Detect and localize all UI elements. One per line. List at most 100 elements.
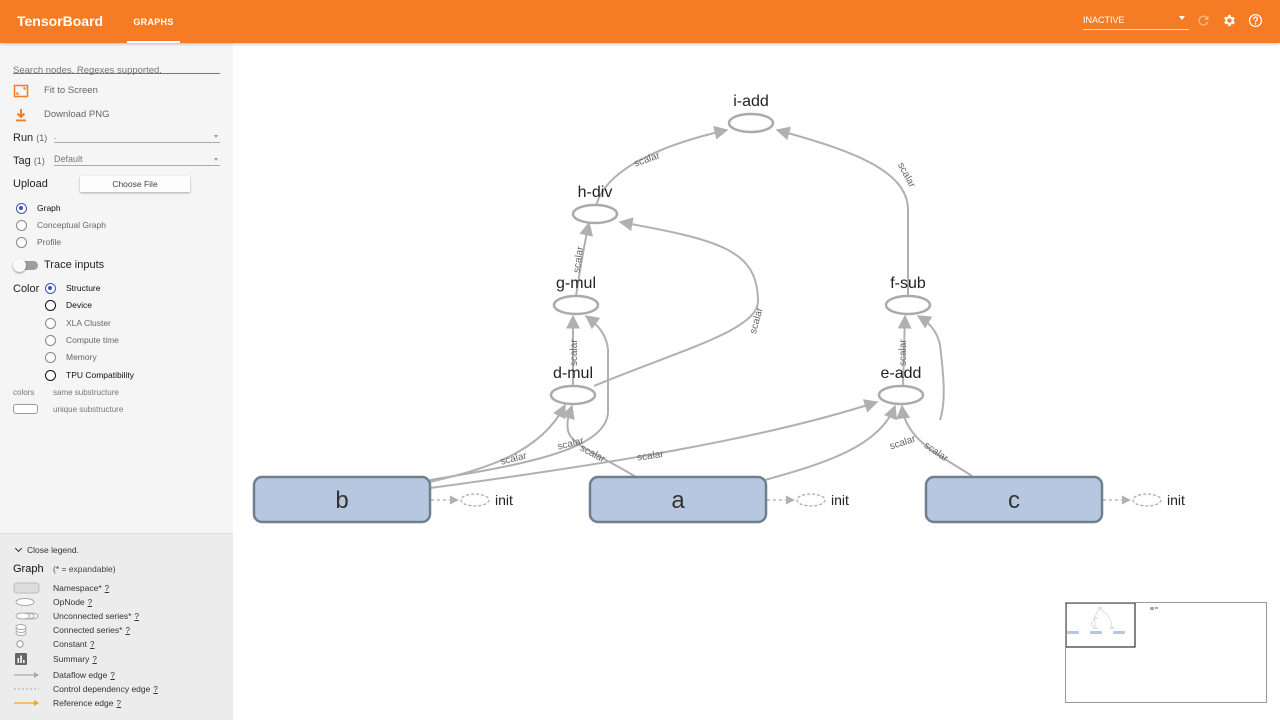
- op-node-e-add[interactable]: [877, 384, 925, 406]
- edge-label: scalar: [578, 443, 607, 466]
- close-legend-button[interactable]: Close legend.: [13, 544, 79, 555]
- variable-node-a[interactable]: [588, 475, 768, 524]
- legend-help-link[interactable]: ?: [116, 699, 121, 708]
- init-node-a[interactable]: [796, 493, 826, 507]
- search-input[interactable]: [13, 63, 220, 78]
- sidebar-controls: Fit to Screen Download PNG Run (1) . Tag…: [0, 43, 233, 533]
- radio-color-compute-time[interactable]: Compute time: [45, 335, 125, 347]
- color-label: Color: [13, 283, 40, 295]
- legend-help-link[interactable]: ?: [110, 671, 115, 680]
- edge-label: scalar: [898, 339, 909, 366]
- legend-help-link[interactable]: ?: [134, 612, 139, 621]
- tag-count: (1): [33, 156, 45, 166]
- radio-indicator: [45, 300, 56, 311]
- download-png-label: Download PNG: [44, 109, 110, 120]
- legend-reference-label: Reference edge: [53, 698, 114, 708]
- radio-color-tpu[interactable]: TPU Compatibility: [45, 370, 135, 382]
- edge-gmul-hdiv: [575, 221, 594, 297]
- tab-active-indicator: [127, 41, 180, 43]
- minimap-viewport[interactable]: [1065, 602, 1136, 648]
- unconnected-series-icon: [15, 612, 39, 620]
- node-label-a: a: [671, 487, 685, 514]
- graph-minimap[interactable]: [1065, 602, 1267, 703]
- init-node-b[interactable]: [460, 493, 490, 507]
- legend-help-link[interactable]: ?: [90, 640, 95, 649]
- op-node-i-add[interactable]: [727, 112, 775, 134]
- refresh-icon[interactable]: [1196, 13, 1211, 28]
- edge-dmul-hdiv: [593, 217, 760, 387]
- node-label-h-div: h-div: [578, 184, 613, 201]
- minimap-svg: [1065, 602, 1158, 648]
- legend-summary-label: Summary: [53, 654, 90, 664]
- edge-a-eadd: [764, 404, 897, 481]
- run-count: (1): [36, 133, 48, 143]
- minimap-node: [1113, 631, 1125, 634]
- init-node-c[interactable]: [1132, 493, 1162, 507]
- legend-dataflow-label: Dataflow edge: [53, 670, 108, 680]
- same-substructure-label: same substructure: [53, 388, 119, 397]
- legend-unconnected-series: Unconnected series*?: [0, 609, 233, 623]
- edge-label: scalar: [633, 150, 662, 170]
- gear-icon[interactable]: [1222, 13, 1237, 28]
- edge-c-eadd: [896, 404, 973, 477]
- legend-help-link[interactable]: ?: [104, 584, 110, 593]
- trace-inputs-toggle[interactable]: [13, 259, 38, 272]
- run-label-text: Run: [13, 132, 34, 144]
- minimap-node: [1155, 607, 1158, 609]
- tag-label: Tag (1): [13, 155, 45, 167]
- radio-graph-label: Graph: [37, 203, 61, 213]
- radio-indicator: [16, 237, 27, 248]
- op-node-h-div[interactable]: [571, 203, 619, 225]
- dataflow-edge-icon: [14, 672, 39, 678]
- radio-color-memory[interactable]: Memory: [45, 352, 105, 364]
- choose-file-button[interactable]: Choose File: [80, 176, 190, 192]
- op-node-f-sub[interactable]: [884, 294, 932, 316]
- toggle-track: [16, 261, 38, 270]
- legend-help-link[interactable]: ?: [87, 598, 93, 607]
- radio-tpu-label: TPU Compatibility: [66, 370, 135, 380]
- download-icon: [16, 109, 26, 122]
- init-label-b: init: [495, 492, 513, 508]
- chevron-down-icon: [214, 158, 218, 161]
- search-nodes[interactable]: [13, 60, 220, 78]
- legend-help-link[interactable]: ?: [92, 655, 97, 664]
- variable-node-b[interactable]: [252, 475, 432, 524]
- node-label-b: b: [335, 487, 348, 514]
- fit-to-screen-button[interactable]: Fit to Screen: [13, 83, 103, 99]
- edge-eadd-fsub: [897, 314, 912, 387]
- upload-label: Upload: [13, 178, 48, 190]
- legend-constant-label: Constant: [53, 639, 88, 649]
- edge-b-gmul: [429, 315, 610, 481]
- radio-color-xla-cluster[interactable]: XLA Cluster: [45, 318, 115, 330]
- legend-help-link[interactable]: ?: [153, 685, 158, 694]
- tag-label-text: Tag: [13, 155, 31, 167]
- radio-device-label: Device: [66, 300, 92, 310]
- control-edge-icon: [14, 688, 39, 690]
- radio-profile[interactable]: Profile: [16, 237, 76, 249]
- variable-node-c[interactable]: [924, 475, 1104, 524]
- tab-graphs[interactable]: GRAPHS: [127, 0, 180, 43]
- radio-graph[interactable]: Graph: [16, 203, 76, 215]
- radio-color-device[interactable]: Device: [45, 300, 105, 312]
- edge-label: scalar: [572, 245, 587, 274]
- toggle-knob: [13, 259, 26, 272]
- minimap-node: [1092, 626, 1098, 630]
- minimap-edge: [1099, 608, 1113, 630]
- radio-conceptual-graph[interactable]: Conceptual Graph: [16, 220, 116, 232]
- op-node-g-mul[interactable]: [552, 294, 600, 316]
- radio-color-structure[interactable]: Structure: [45, 283, 115, 295]
- tag-dropdown[interactable]: Default: [54, 154, 220, 166]
- help-icon[interactable]: [1248, 13, 1263, 28]
- legend-help-link[interactable]: ?: [125, 626, 130, 635]
- run-dropdown-value: .: [54, 131, 57, 141]
- edge-c-fsub: [916, 315, 945, 421]
- download-png-button[interactable]: Download PNG: [13, 107, 113, 123]
- plugin-select[interactable]: INACTIVE: [1083, 12, 1189, 30]
- op-node-d-mul[interactable]: [549, 384, 597, 406]
- node-label-e-add: e-add: [881, 365, 922, 382]
- run-dropdown[interactable]: .: [54, 131, 220, 143]
- radio-indicator: [45, 352, 56, 363]
- legend-connected-label: Connected series*: [53, 625, 123, 635]
- legend-connected-series: Connected series*?: [0, 623, 233, 637]
